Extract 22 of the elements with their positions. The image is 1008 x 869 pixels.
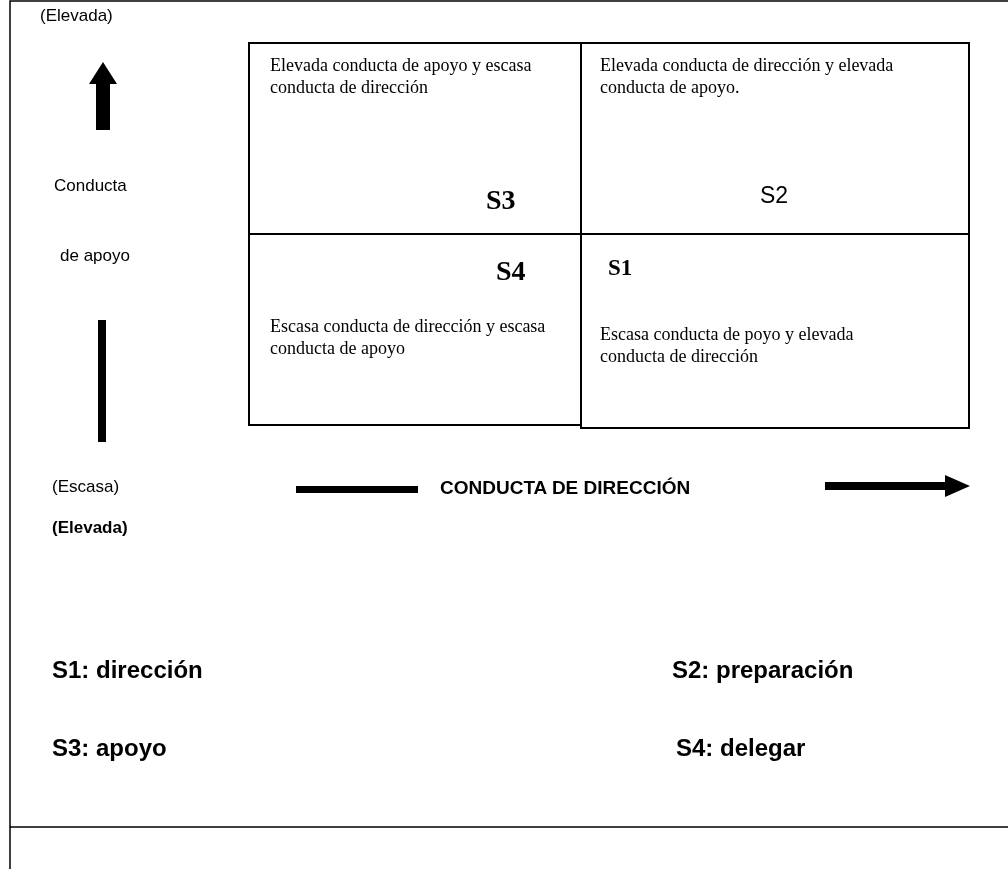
- quadrant-text: Escasa conducta de dirección y escasa conducta de apoyo: [270, 315, 547, 359]
- quadrant-box: [580, 233, 970, 429]
- quadrant-box: [248, 42, 582, 235]
- quadrant-text: Elevada conducta de dirección y elevada conducta de apoyo.: [600, 54, 895, 98]
- axis-title: Conducta: [54, 176, 127, 196]
- legend-text: S4: delegar: [676, 734, 806, 762]
- axis-label: (Escasa): [52, 477, 120, 497]
- axis-label: (Elevada): [52, 518, 128, 538]
- axis-label: (Elevada): [40, 6, 113, 26]
- quadrant-code: S2: [760, 182, 789, 209]
- axis-title: CONDUCTA DE DIRECCIÓN: [440, 477, 691, 499]
- quadrant-code: S3: [486, 184, 516, 216]
- quadrant-text: Elevada conducta de apoyo y escasa conducta de dirección: [270, 54, 533, 98]
- quadrant-text: Escasa conducta de poyo y elevada conducta de dirección: [600, 323, 855, 367]
- legend-text: S3: apoyo: [52, 734, 167, 762]
- axis-title: de apoyo: [60, 246, 130, 266]
- quadrant-code: S1: [608, 255, 633, 281]
- legend-text: S1: dirección: [52, 656, 203, 684]
- quadrant-code: S4: [496, 255, 526, 287]
- legend-text: S2: preparación: [672, 656, 854, 684]
- quadrant-box: [580, 42, 970, 235]
- quadrant-box: [248, 233, 582, 426]
